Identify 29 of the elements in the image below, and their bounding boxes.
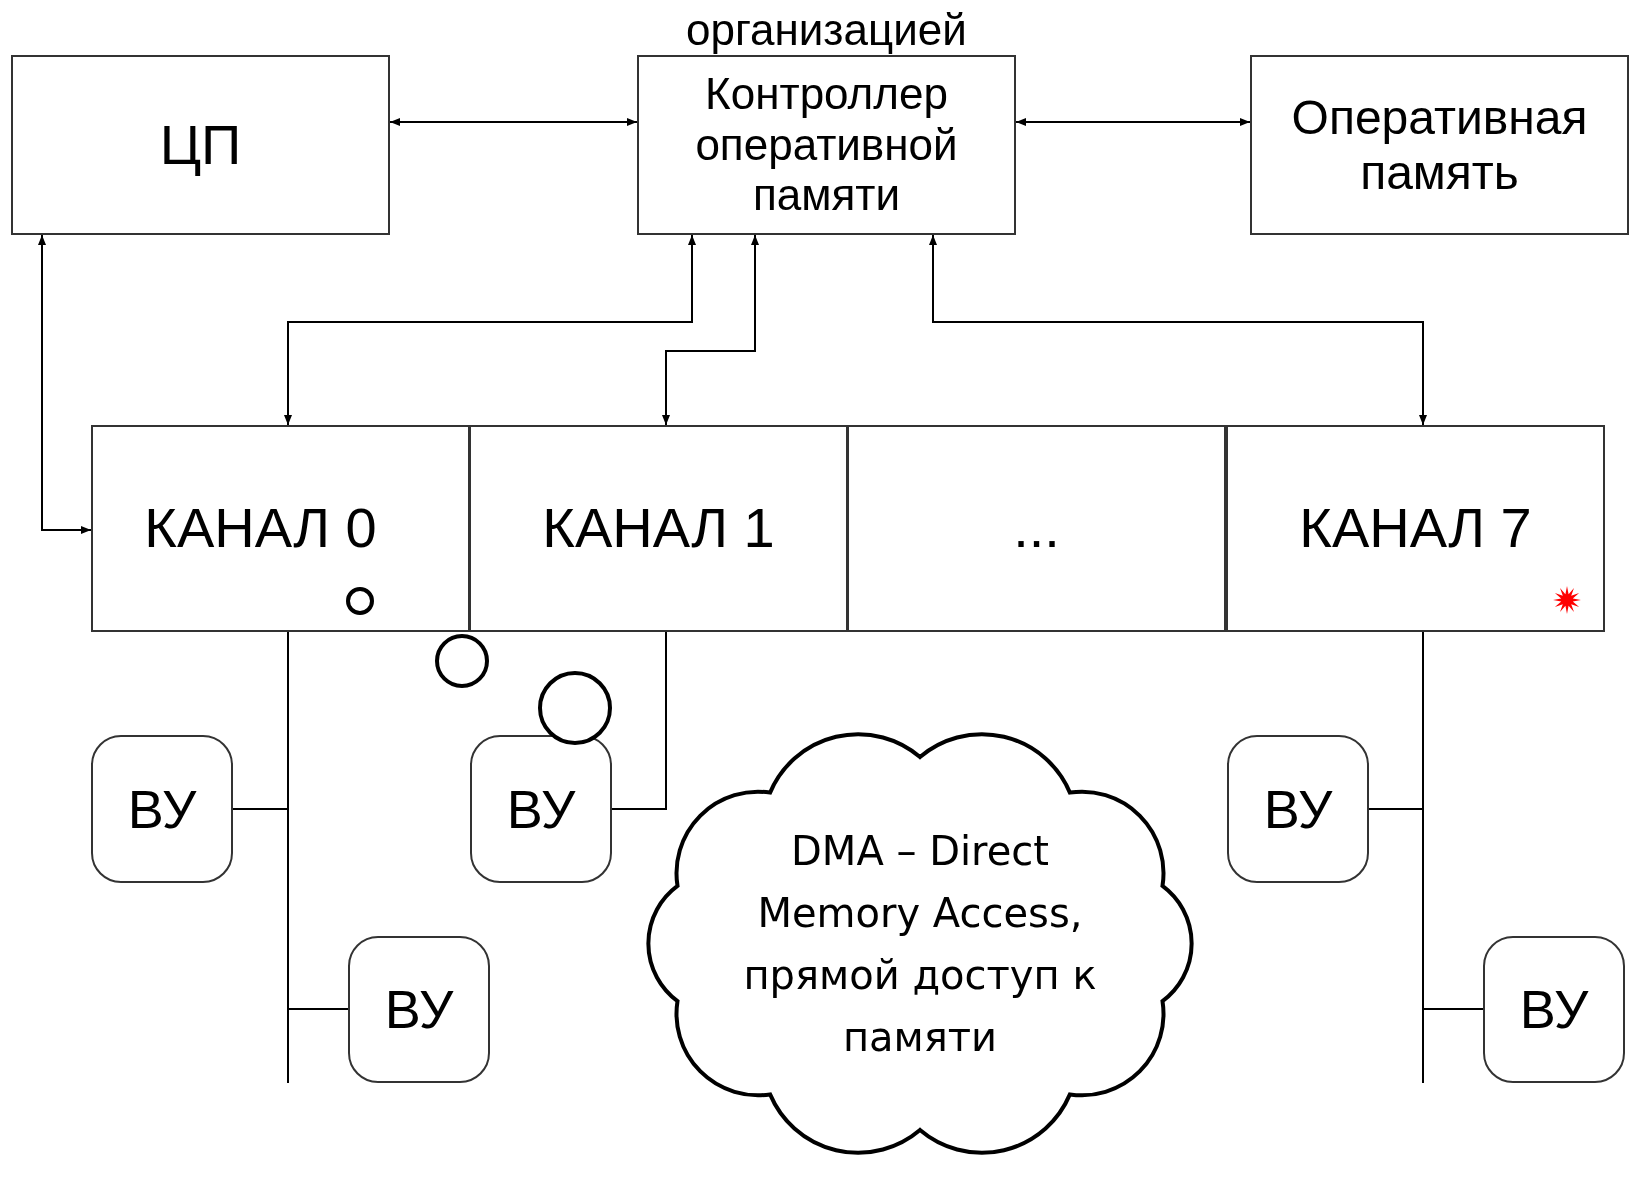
node-label: ...	[1013, 496, 1060, 561]
node-label: ЦП	[159, 112, 242, 178]
node-label: ВУ	[1519, 978, 1589, 1041]
node-label: ВУ	[127, 777, 197, 841]
node-label: КАНАЛ 1	[542, 496, 775, 561]
node-label: DMA – Direct Memory Access, прямой доступ к памяти	[742, 826, 1098, 1062]
node-label: ВУ	[1263, 777, 1333, 841]
device-box	[348, 936, 490, 1083]
arrow	[662, 234, 759, 426]
connector-line	[611, 631, 667, 810]
device-box	[1483, 936, 1625, 1083]
node-label: ВУ	[506, 777, 576, 841]
cpu-box	[11, 55, 390, 235]
arrow	[1015, 118, 1251, 126]
device-box	[91, 735, 233, 883]
node-label: ВУ	[384, 978, 454, 1041]
node-label: КАНАЛ 0	[144, 496, 377, 561]
node-label: КАНАЛ 7	[1299, 496, 1532, 561]
controller-box	[637, 55, 1016, 235]
device-box	[1227, 735, 1369, 883]
node-label: Оперативная память	[1290, 89, 1589, 201]
node-caption: организацией	[686, 5, 967, 55]
memory-box	[1250, 55, 1629, 235]
device-box	[470, 735, 612, 883]
arrow	[389, 118, 638, 126]
arrow	[38, 234, 92, 534]
arrow	[929, 234, 1427, 426]
node-label: Контроллер оперативной памяти	[694, 69, 959, 221]
arrow	[284, 234, 696, 426]
